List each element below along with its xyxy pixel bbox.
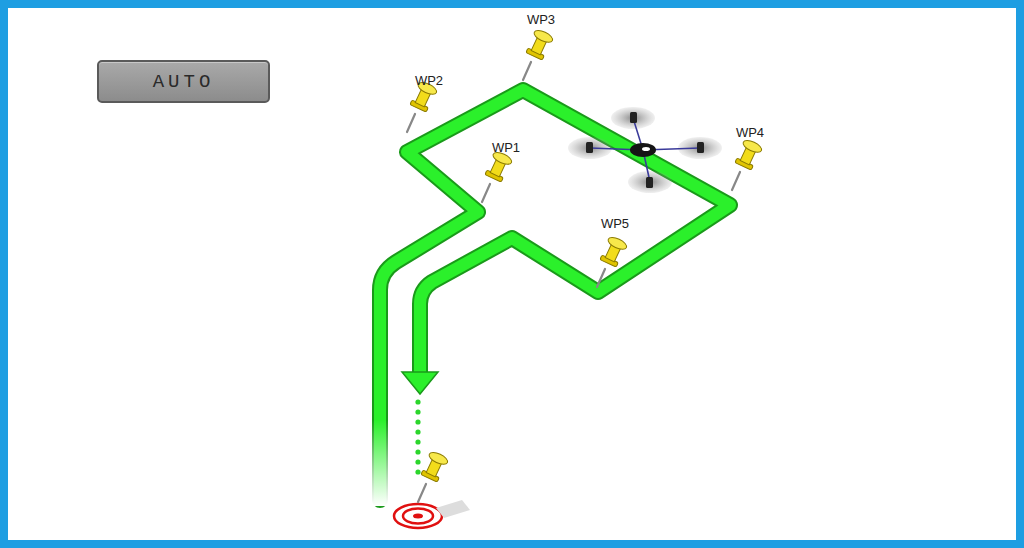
waypoint-label: WP4 [736, 125, 764, 140]
waypoint-label: WP5 [601, 216, 629, 231]
waypoint-label: WP2 [415, 73, 443, 88]
mode-button: AUTO [97, 60, 270, 103]
waypoint-label: WP1 [492, 140, 520, 155]
mode-label: AUTO [153, 71, 215, 93]
waypoint-label: WP3 [527, 12, 555, 27]
